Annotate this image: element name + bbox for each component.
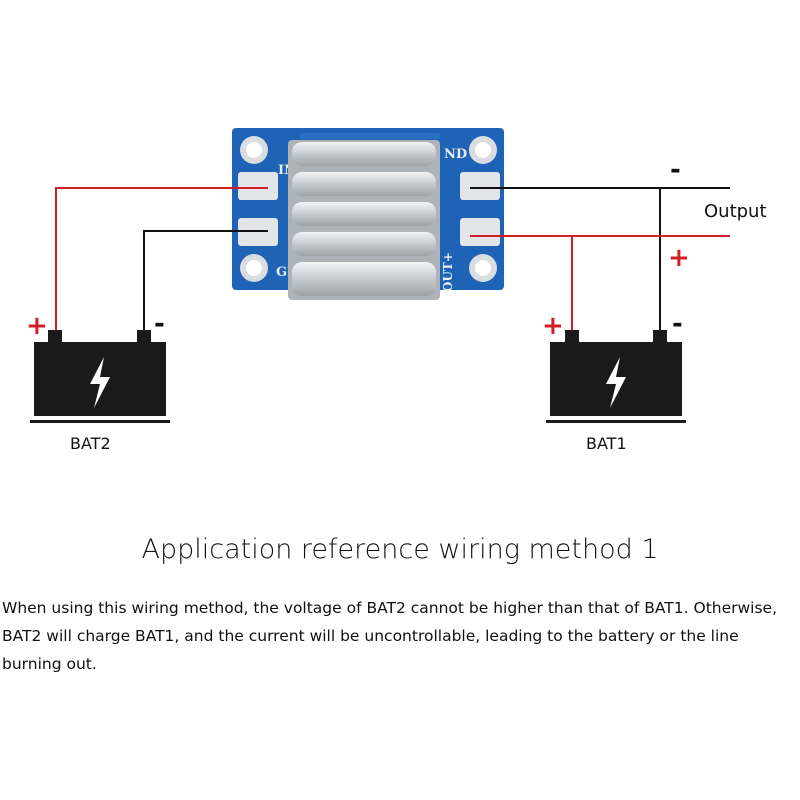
wires xyxy=(55,187,730,336)
description-text: When using this wiring method, the volta… xyxy=(2,599,778,673)
lightning-icon xyxy=(606,357,626,408)
bat2-plus-sign: + xyxy=(26,311,48,341)
bat1-plus-sign: + xyxy=(542,311,564,341)
pcb-pin-row xyxy=(300,133,440,139)
output-label: Output xyxy=(704,201,767,222)
heatsink xyxy=(288,140,440,300)
dc-dc-module: IN GN ND OUT+ xyxy=(232,128,504,300)
bat2-minus-sign: - xyxy=(154,309,165,339)
bat1-minus-sign: - xyxy=(672,309,683,339)
page-title: Application reference wiring method 1 xyxy=(141,534,659,565)
bat2-label: BAT2 xyxy=(70,434,111,453)
bat2-negative-wire xyxy=(143,230,268,336)
wiring-diagram: IN GN ND OUT+ - Output + + - BAT2 xyxy=(26,128,767,453)
solder-pads xyxy=(238,172,500,246)
output-plus-sign: + xyxy=(668,243,690,273)
pin-out-label: OUT+ xyxy=(441,252,455,292)
mounting-holes xyxy=(240,136,497,282)
lightning-icon xyxy=(90,357,110,408)
battery-bat2: + - BAT2 xyxy=(26,309,170,453)
battery-bat1: + - BAT1 xyxy=(542,309,686,453)
pin-gnd-right-label: ND xyxy=(444,147,467,162)
bat1-label: BAT1 xyxy=(586,434,627,453)
output-minus-sign: - xyxy=(670,155,681,185)
bat2-positive-wire xyxy=(55,187,268,336)
